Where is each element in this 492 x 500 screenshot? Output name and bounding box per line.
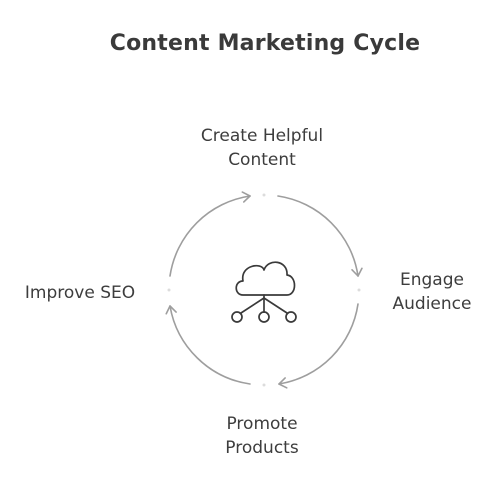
cycle-arrow-top-to-right (277, 195, 363, 277)
stage-label-create-helpful-content: Create Helpful Content (200, 126, 324, 170)
stage-anchor-right (357, 288, 361, 292)
stage-anchor-left (167, 288, 171, 292)
stage-label-engage-audience: Engage Audience (392, 270, 472, 314)
stage-anchor-top (262, 193, 266, 197)
stage-anchor-bottom (262, 383, 266, 387)
diagram-title: Content Marketing Cycle (109, 31, 421, 56)
stage-label-promote-products: Promote Products (225, 414, 299, 458)
cloud-network-icon (231, 261, 297, 323)
cycle-arrow-right-to-bottom (278, 303, 359, 389)
cycle-arrow-left-to-top (169, 191, 251, 277)
cycle-arrow-bottom-to-left (165, 305, 251, 385)
stage-label-improve-seo: Improve SEO (24, 283, 136, 303)
